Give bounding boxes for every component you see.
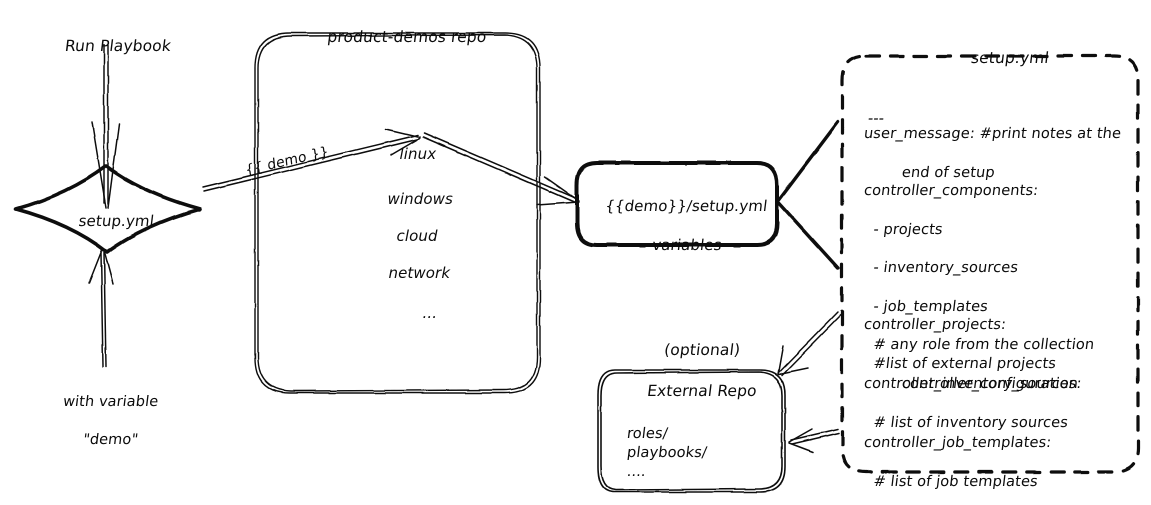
- shape-setup-panel: [840, 54, 1140, 474]
- variables-box-label: {{demo}}/setup.yml variables: [604, 196, 769, 255]
- repo-item-windows: windows: [387, 189, 453, 208]
- with-variable-label: with variable "demo": [61, 394, 160, 449]
- shape-setup-diamond: [14, 164, 202, 254]
- external-repo-item-ellipsis: ....: [625, 463, 647, 481]
- arrow-projects-to-external-repo: [777, 311, 842, 376]
- arrow-linux-to-variables: [422, 132, 580, 206]
- arrow-templates-to-external-repo: [788, 428, 840, 453]
- shape-variables-box: [575, 161, 779, 247]
- setup-panel-title: setup.yml: [970, 49, 1051, 68]
- repo-item-cloud: cloud: [396, 226, 438, 245]
- shape-repo-box: [254, 32, 541, 394]
- arrow-with-variable: [88, 249, 114, 368]
- shape-external-repo-box: [597, 369, 786, 493]
- panel-block-controller-job-templates: controller_job_templates: # list of job …: [862, 434, 1053, 490]
- repo-item-network: network: [388, 263, 451, 282]
- setup-diamond-label: setup.yml: [78, 211, 156, 230]
- arrow-demo-to-linux: [202, 128, 421, 192]
- repo-title: product-demos repo: [326, 28, 488, 47]
- run-playbook-label: Run Playbook: [63, 37, 173, 56]
- repo-item-ellipsis: ...: [422, 303, 438, 322]
- connector-panel-to-variables: [777, 120, 840, 270]
- repo-item-linux: linux: [399, 144, 437, 163]
- arrow-run-playbook: [91, 44, 120, 209]
